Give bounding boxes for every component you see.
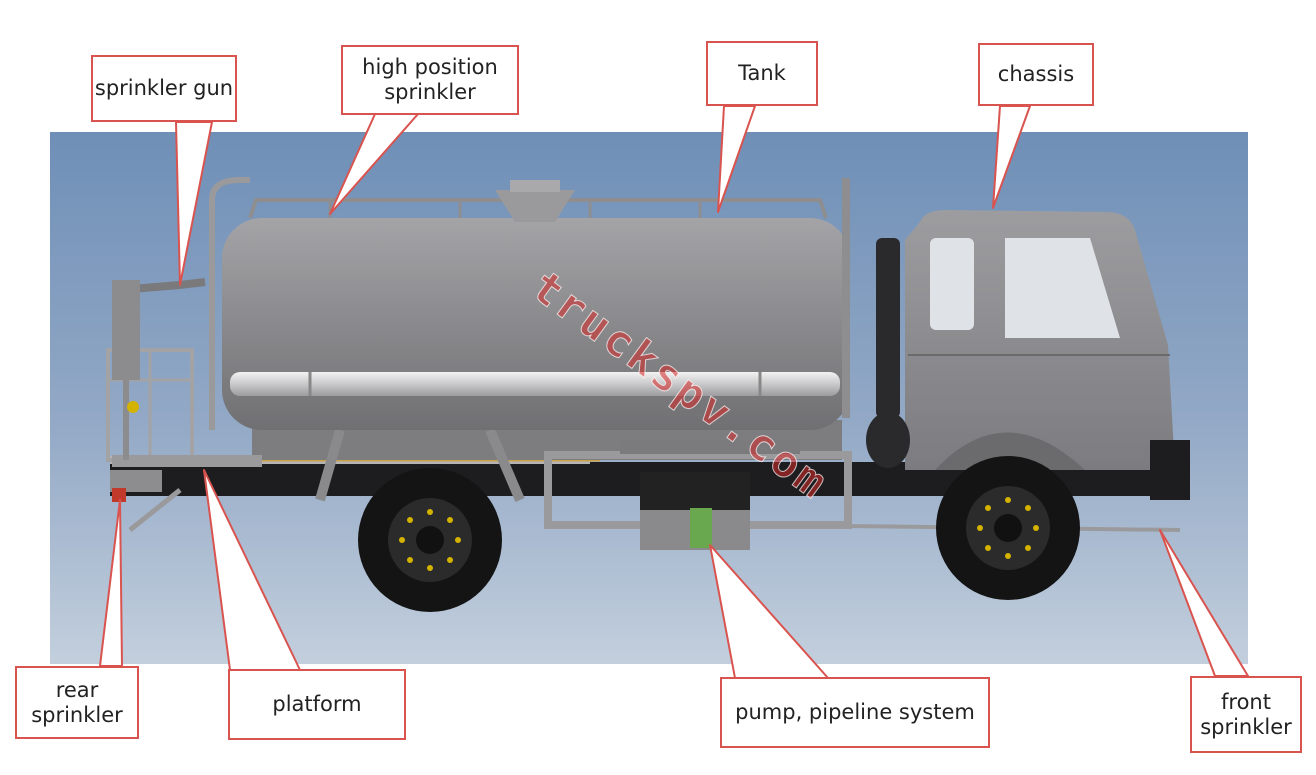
rear-platform-assembly (106, 177, 262, 532)
label-high-position-sprinkler: high position sprinkler (341, 45, 519, 115)
pointer-chassis (992, 105, 1031, 209)
pointer-tank (717, 105, 756, 213)
label-front-sprinkler: front sprinkler (1190, 676, 1302, 753)
label-chassis: chassis (978, 43, 1094, 106)
label-platform: platform (228, 669, 406, 740)
pointer-sprinkler-gun (175, 121, 213, 286)
tank-body (222, 178, 850, 430)
label-sprinkler-gun: sprinkler gun (91, 55, 237, 122)
front-wheel (936, 456, 1080, 600)
label-tank: Tank (706, 41, 818, 106)
callout-pointers (99, 105, 1249, 679)
label-pump-pipeline-system: pump, pipeline system (720, 677, 990, 748)
rear-wheel (358, 468, 502, 612)
label-rear-sprinkler: rear sprinkler (15, 666, 139, 739)
cab (866, 210, 1190, 500)
pump-assembly (544, 440, 1181, 550)
